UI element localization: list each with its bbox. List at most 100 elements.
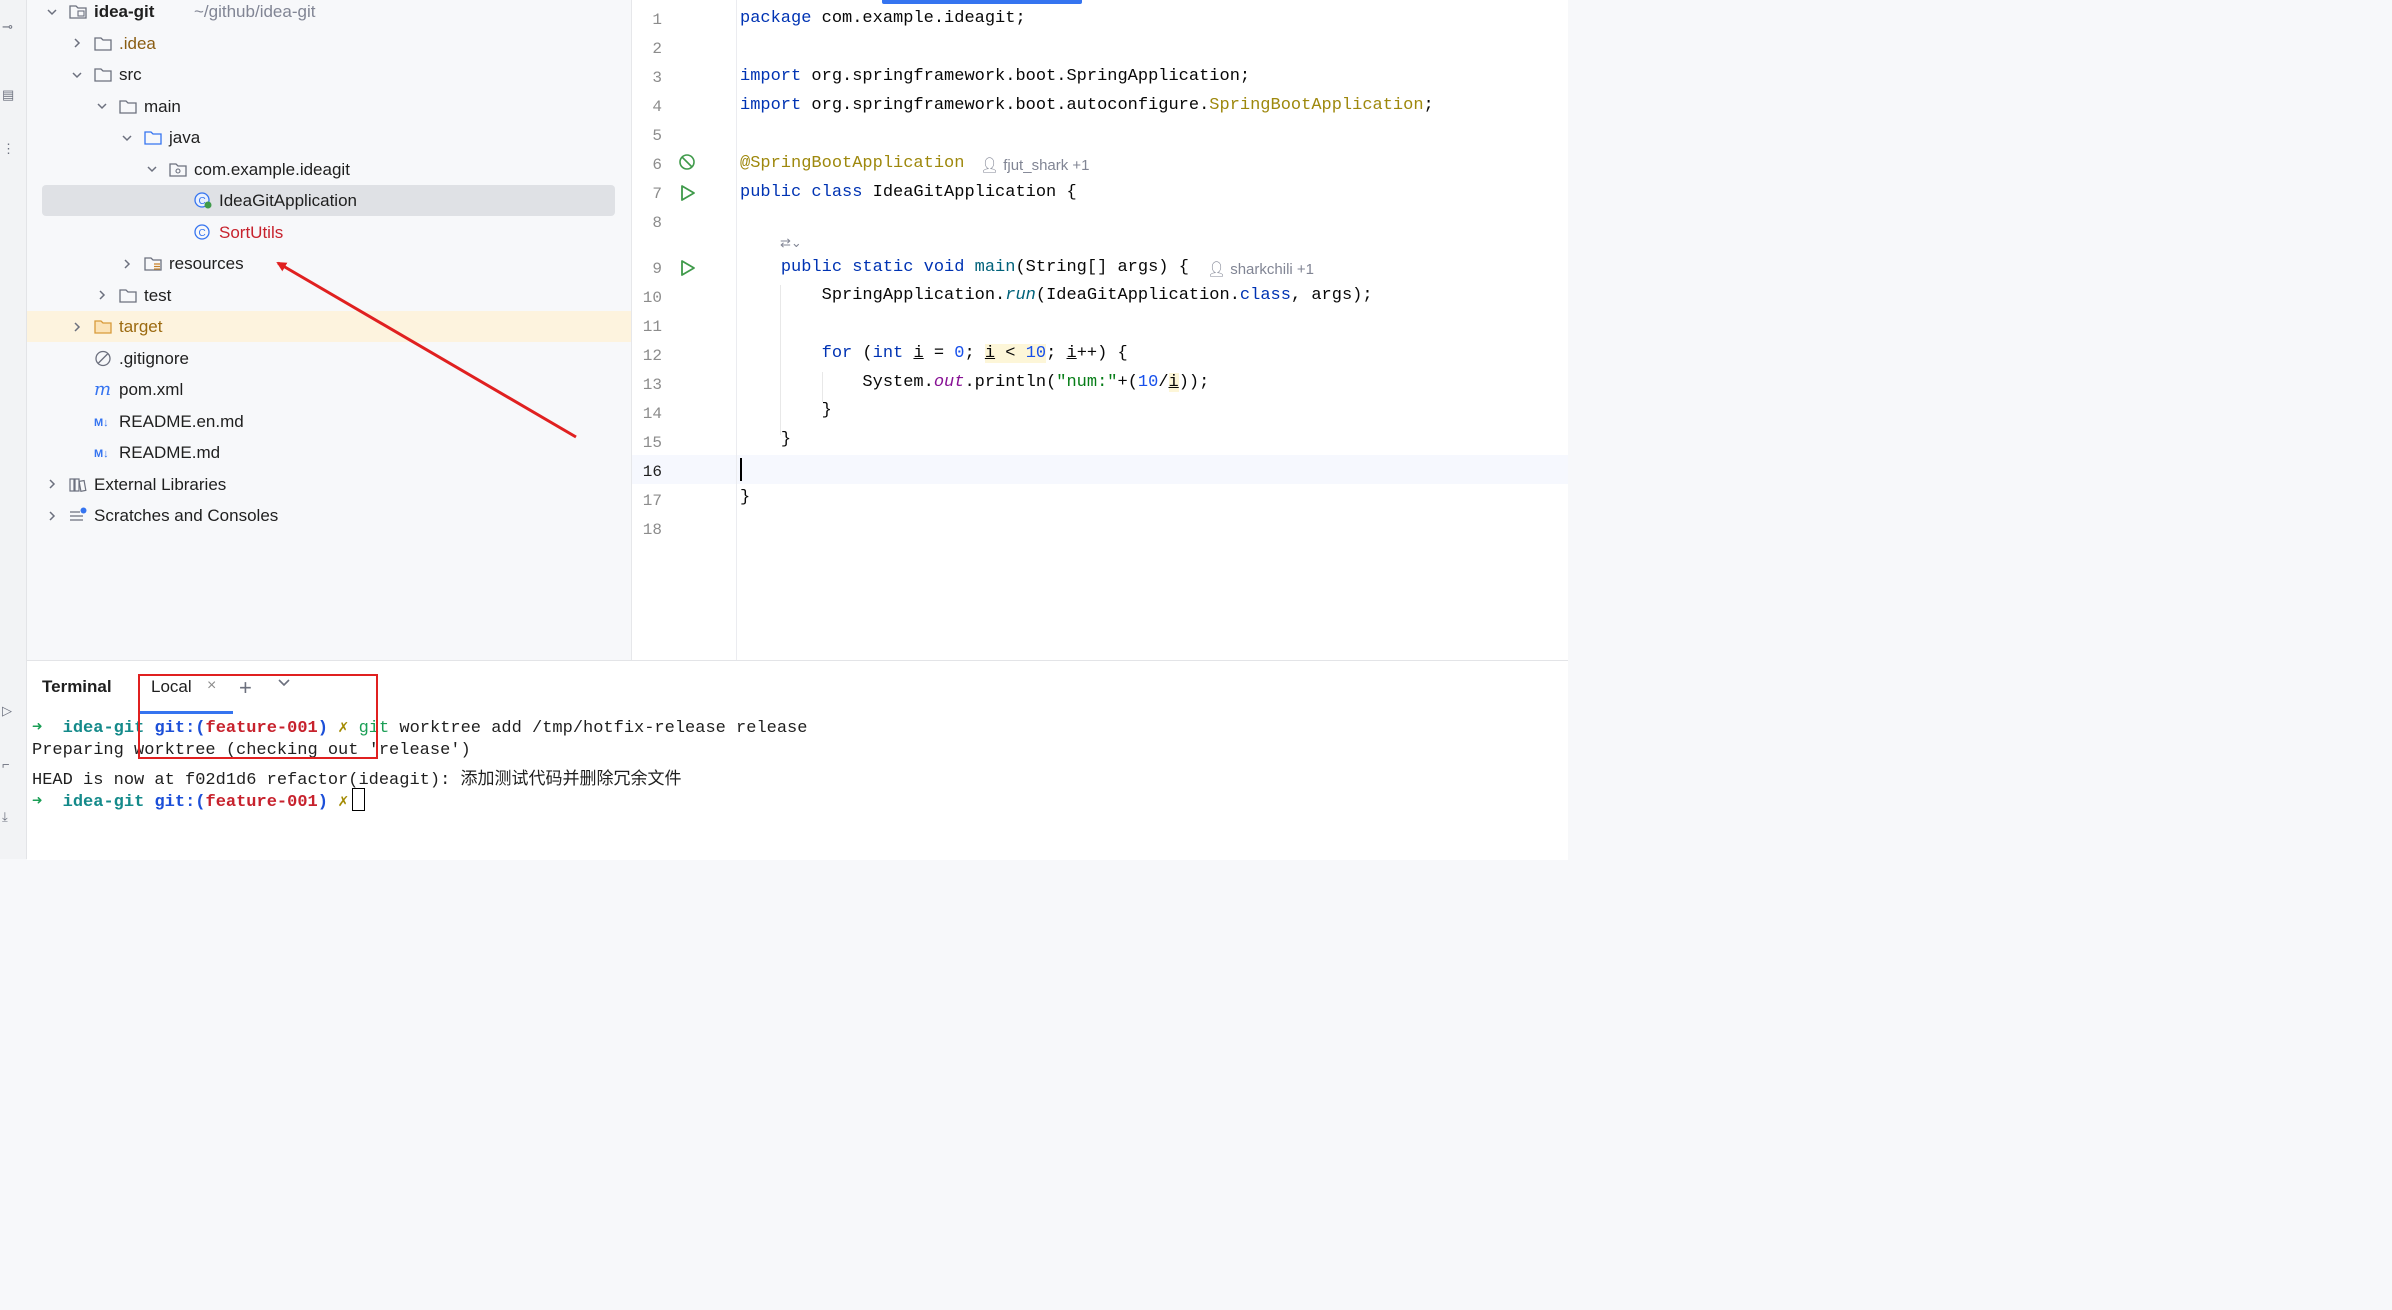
tab-local[interactable]: Local: [151, 677, 192, 696]
left-tool-strip: ⊸ ▤ ⋮ ▷ ⌐ ⤓: [0, 0, 27, 859]
code-line-3: import org.springframework.boot.SpringAp…: [740, 67, 1251, 86]
chevron-down-icon[interactable]: [45, 0, 59, 27]
git-log-icon[interactable]: ⤓: [2, 809, 8, 824]
line-number: 4: [652, 98, 662, 116]
spring-bean-icon[interactable]: [678, 153, 696, 171]
chevron-right-icon[interactable]: [120, 248, 134, 279]
new-tab-icon[interactable]: +: [239, 675, 252, 700]
code-line-9: public static void main(String[] args) {: [780, 258, 1189, 277]
line-number: 12: [642, 347, 662, 365]
tree-item-label: External Libraries: [94, 474, 227, 494]
tree-item-label: .idea: [119, 33, 156, 53]
tree-item[interactable]: M↓README.en.md: [27, 406, 631, 437]
run-gutter-icon[interactable]: [678, 184, 696, 202]
tree-item[interactable]: src: [27, 59, 631, 90]
run-tool-icon[interactable]: ▷: [2, 703, 12, 718]
active-tab-underline: [140, 711, 233, 714]
close-tab-icon[interactable]: ×: [207, 677, 217, 694]
svg-text:M↓: M↓: [94, 448, 109, 460]
tree-item[interactable]: java: [27, 122, 631, 153]
tree-item[interactable]: .idea: [27, 28, 631, 59]
tree-item-label: idea-git: [94, 2, 155, 21]
current-line-highlight: [632, 455, 1568, 484]
line-number: 13: [642, 376, 662, 394]
chevron-right-icon[interactable]: [45, 500, 59, 531]
tree-item-label: resources: [169, 254, 244, 273]
user-icon: 👤︎: [980, 157, 1004, 174]
user-icon: 👤︎: [1207, 261, 1231, 278]
chevron-down-icon[interactable]: [277, 676, 291, 690]
commit-icon[interactable]: ⊸: [2, 19, 13, 34]
line-number: 16: [642, 463, 662, 481]
tree-item[interactable]: C SortUtils: [27, 217, 631, 248]
tree-item-label: README.md: [119, 443, 221, 462]
text-caret: [740, 458, 742, 481]
tree-item-label: .gitignore: [119, 348, 189, 368]
tree-item[interactable]: External Libraries: [27, 469, 631, 500]
code-line-4: import org.springframework.boot.autoconf…: [740, 96, 1434, 115]
svg-text:C: C: [199, 228, 206, 239]
code-line-6: @SpringBootApplication: [740, 154, 965, 173]
tree-item[interactable]: target: [27, 311, 631, 342]
svg-text:M↓: M↓: [94, 417, 109, 429]
line-number: 8: [652, 214, 662, 232]
selection-highlight: [42, 185, 615, 216]
chevron-right-icon[interactable]: [70, 311, 84, 342]
panel-divider: [631, 0, 632, 660]
chevron-right-icon[interactable]: [95, 280, 109, 311]
tree-item[interactable]: M↓ README.md: [27, 437, 631, 468]
tree-item[interactable]: Scratches and Consoles: [27, 500, 631, 531]
terminal-line-2: Preparing worktree (checking out 'releas…: [32, 741, 471, 760]
tree-item[interactable]: idea-git ~/github/idea-git: [27, 0, 631, 27]
tree-item-label: src: [119, 65, 142, 84]
indent-guide: [822, 372, 823, 402]
chevron-down-icon[interactable]: [70, 59, 84, 90]
tree-item-label: IdeaGitApplication: [219, 191, 357, 210]
tree-item-path: ~/github/idea-git: [194, 2, 316, 21]
line-number: 2: [652, 40, 662, 58]
code-line-10: SpringApplication.run(IdeaGitApplication…: [821, 286, 1373, 305]
gutter-separator: [736, 0, 737, 660]
chevron-down-icon[interactable]: [145, 154, 159, 185]
run-gutter-icon[interactable]: [678, 259, 696, 277]
tree-item-label: com.example.ideagit: [194, 159, 350, 179]
author-hint[interactable]: 👤︎ fjut_shark +1: [980, 157, 1090, 174]
vcs-tool-icon[interactable]: ⌐: [2, 757, 10, 772]
line-number: 15: [642, 434, 662, 452]
line-number: 10: [642, 289, 662, 307]
chevron-right-icon[interactable]: [70, 28, 84, 59]
tree-item[interactable]: C IdeaGitApplication: [27, 185, 631, 216]
indent-guide: [780, 285, 781, 435]
tree-item-label: target: [119, 317, 163, 336]
chevron-down-icon[interactable]: [95, 91, 109, 122]
tree-item[interactable]: resources: [27, 248, 631, 279]
line-number: 11: [642, 318, 662, 336]
terminal-line-1: ➜ idea-git git:(feature-001) ✗ git workt…: [32, 719, 808, 738]
tree-item[interactable]: com.example.ideagit: [27, 154, 631, 185]
active-tab-indicator: [882, 0, 1082, 4]
code-line-17: }: [740, 488, 751, 507]
terminal-panel[interactable]: Terminal Local × + ➜ idea-git git:(featu…: [27, 660, 1568, 860]
chevron-down-icon[interactable]: [120, 122, 134, 153]
line-number: 18: [642, 521, 662, 539]
annotation-arrow: [276, 261, 577, 439]
tree-item[interactable]: main: [27, 91, 631, 122]
code-line-15: }: [780, 430, 792, 449]
code-vision-hint[interactable]: ⇄⌄: [780, 235, 802, 250]
tree-item[interactable]: test: [27, 280, 631, 311]
code-line-12: for (int i = 0; i < 10; i++) {: [821, 344, 1128, 363]
more-icon[interactable]: ⋮: [2, 141, 15, 156]
tree-item-label: SortUtils: [219, 222, 284, 242]
tree-item[interactable]: .gitignore: [27, 343, 631, 374]
svg-text:C: C: [199, 196, 206, 207]
line-number: 17: [642, 492, 662, 510]
chevron-right-icon[interactable]: [45, 469, 59, 500]
line-number: 5: [652, 127, 662, 145]
line-number: 3: [652, 69, 662, 87]
author-hint[interactable]: 👤︎ sharkchili +1: [1207, 261, 1315, 278]
tree-item-label: pom.xml: [119, 380, 184, 399]
structure-icon[interactable]: ▤: [2, 87, 15, 102]
terminal-line-4[interactable]: ➜ idea-git git:(feature-001) ✗: [32, 788, 366, 812]
